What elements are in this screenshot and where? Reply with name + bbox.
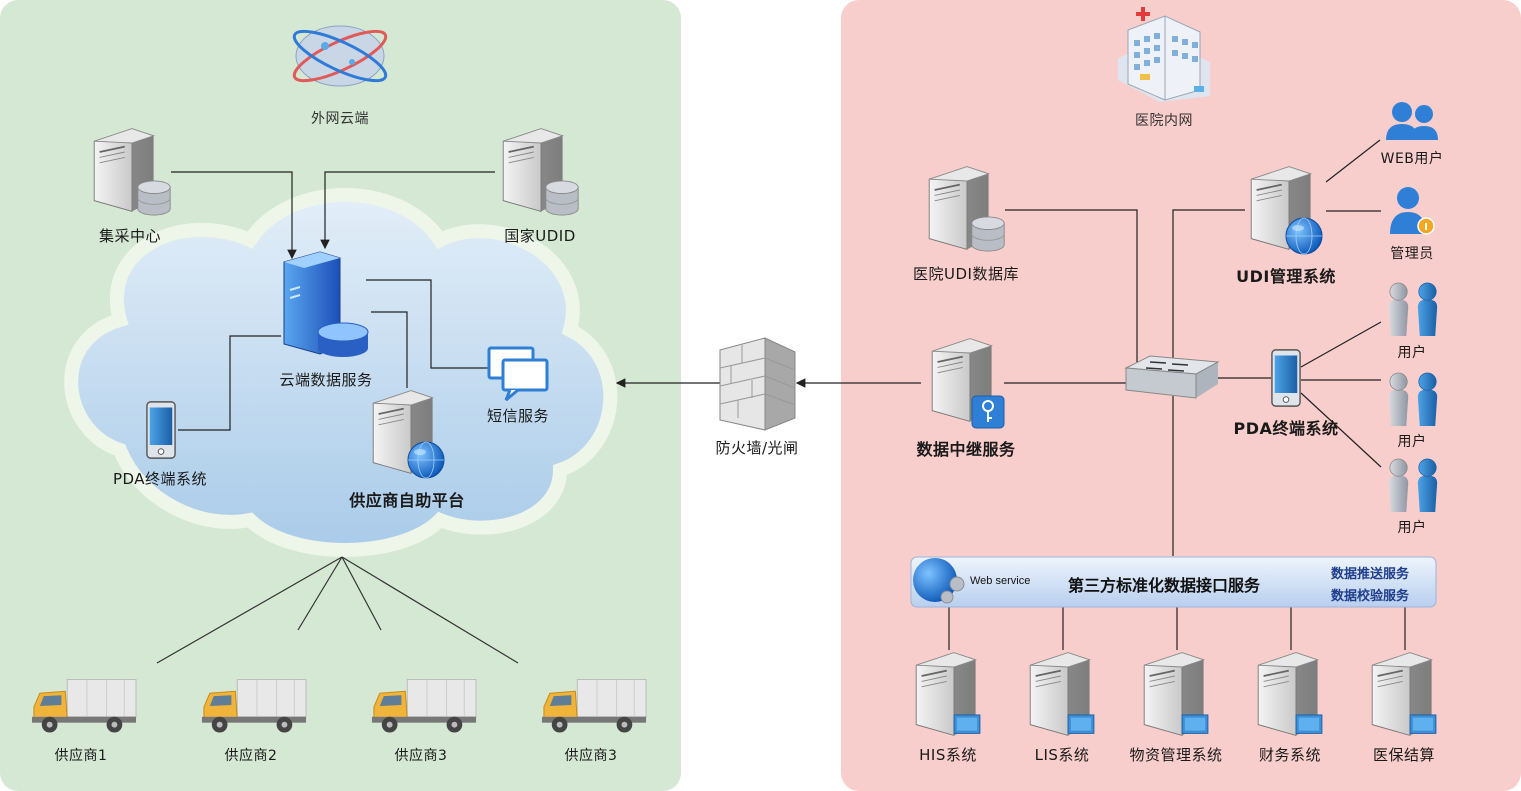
user-pair-icons (1388, 282, 1438, 512)
supplier-label-4: 供应商3 (564, 748, 618, 764)
national-udid-server-icon (502, 127, 579, 216)
hospital-intranet-title: 医院内网 (1135, 113, 1193, 129)
external-cloud-icon (292, 25, 388, 87)
jicai-label: 集采中心 (98, 227, 162, 245)
supplier-lines (156, 556, 519, 664)
cloud-shape (64, 188, 618, 557)
pda-phone-icon-right (1271, 349, 1301, 407)
supplier-label-2: 供应商2 (224, 748, 278, 764)
supplier-truck-icons (31, 678, 647, 734)
hospital-building-icon (1118, 7, 1210, 102)
pda-phone-icon-left (146, 401, 176, 459)
relay-service-label: 数据中继服务 (916, 440, 1016, 459)
sms-service-icon (487, 346, 549, 402)
system-label-materials: 物资管理系统 (1129, 746, 1223, 764)
system-label-lis: LIS系统 (1034, 746, 1090, 764)
user-label-3: 用户 (1397, 520, 1427, 536)
connectors-right (948, 139, 1406, 650)
hospital-udi-db-label: 医院UDI数据库 (913, 265, 1019, 283)
external-cloud-title: 外网云端 (311, 111, 369, 127)
supplier-label-3: 供应商3 (394, 748, 448, 764)
sms-service-label: 短信服务 (486, 407, 550, 425)
bottom-system-icons (915, 651, 1437, 737)
push-service-label: 数据推送服务 (1331, 567, 1410, 582)
udi-mgmt-label: UDI管理系统 (1236, 267, 1336, 286)
cloud-data-server-icon (283, 251, 369, 357)
web-user-label: WEB用户 (1380, 151, 1444, 167)
system-label-insurance: 医保结算 (1372, 746, 1436, 764)
web-service-label: Web service (970, 575, 1031, 587)
web-user-icon (1386, 102, 1438, 140)
firewall-label: 防火墙/光闸 (715, 439, 799, 457)
udi-mgmt-server-icon (1250, 165, 1323, 255)
national-udid-label: 国家UDID (504, 227, 576, 245)
firewall-icon (719, 337, 796, 431)
system-label-his: HIS系统 (919, 746, 977, 764)
user-label-2: 用户 (1397, 434, 1427, 450)
supplier-label-1: 供应商1 (54, 748, 108, 764)
admin-label: 管理员 (1390, 246, 1434, 262)
hospital-udi-db-server-icon (928, 165, 1005, 252)
interface-banner (910, 556, 1437, 608)
connectors-left (171, 171, 495, 431)
supplier-platform-label: 供应商自助平台 (349, 491, 465, 510)
network-switch-icon (1124, 355, 1220, 399)
pda-terminal-label-right: PDA终端系统 (1233, 419, 1339, 438)
cloud-data-service-label: 云端数据服务 (279, 371, 373, 389)
jicai-server-icon (93, 127, 171, 216)
pda-terminal-label-left: PDA终端系统 (112, 470, 208, 488)
check-service-label: 数据校验服务 (1331, 589, 1410, 604)
user-label-1: 用户 (1397, 345, 1427, 361)
system-label-finance: 财务系统 (1258, 746, 1322, 764)
admin-icon (1390, 187, 1435, 235)
interface-service-title: 第三方标准化数据接口服务 (1068, 576, 1261, 595)
relay-service-server-icon (931, 337, 1005, 429)
